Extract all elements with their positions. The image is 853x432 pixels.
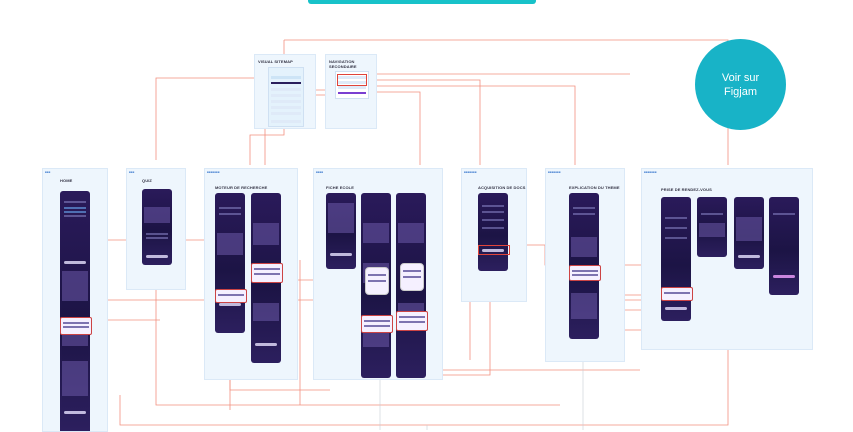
search-result-card[interactable] xyxy=(251,263,283,283)
rdv-phone-3[interactable] xyxy=(734,197,764,269)
section-title: EXPLICATION DU THEME xyxy=(569,185,620,190)
school-phone-1[interactable] xyxy=(326,193,356,269)
section-title: QUIZ xyxy=(142,178,152,183)
school-detail-card[interactable] xyxy=(361,315,393,333)
section-fiche-ecole: ■■■■ FICHE ECOLE xyxy=(313,168,443,380)
section-title-line2: SECONDAIRE xyxy=(329,64,357,69)
section-explication: ■■■■■■■ EXPLICATION DU THEME xyxy=(545,168,625,362)
section-title-line1: NAVIGATION xyxy=(329,59,355,64)
section-tag: ■■■■■■■ xyxy=(207,170,220,174)
section-title: FICHE ECOLE xyxy=(326,185,354,190)
section-tag: ■■■■ xyxy=(316,170,324,174)
docs-highlight xyxy=(478,245,510,255)
figjam-label-line2: Figjam xyxy=(723,85,757,98)
section-title: PRISE DE RENDEZ-VOUS xyxy=(661,187,712,192)
nav-highlight xyxy=(337,74,367,86)
section-moteur-recherche: ■■■■■■■ MOTEUR DE RECHERCHE xyxy=(204,168,298,380)
voir-sur-figjam-button[interactable]: Voir sur Figjam xyxy=(695,39,786,130)
rdv-phone-1[interactable] xyxy=(661,197,691,321)
quiz-phone-screen[interactable] xyxy=(142,189,172,265)
rdv-card[interactable] xyxy=(661,287,693,301)
section-visual-sitemap: VISUAL SITEMAP xyxy=(254,54,316,129)
school-popup-1[interactable] xyxy=(365,267,389,295)
theme-card[interactable] xyxy=(569,265,601,281)
home-phone-screen[interactable] xyxy=(60,191,90,431)
school-detail-card-2[interactable] xyxy=(396,311,428,331)
section-home: ■■■ HOME xyxy=(42,168,108,432)
search-phone-1[interactable] xyxy=(215,193,245,333)
section-navigation-secondaire: NAVIGATION SECONDAIRE xyxy=(325,54,377,129)
sitemap-panel xyxy=(268,67,304,127)
section-title: VISUAL SITEMAP xyxy=(258,59,293,64)
section-tag: ■■■■■■■ xyxy=(644,170,657,174)
search-filter-card[interactable] xyxy=(215,289,247,303)
rdv-phone-4[interactable] xyxy=(769,197,799,295)
docs-phone-screen[interactable] xyxy=(478,193,508,271)
section-title: HOME xyxy=(60,178,73,183)
home-card[interactable] xyxy=(60,317,92,335)
school-popup-2[interactable] xyxy=(400,263,424,291)
top-accent-bar xyxy=(308,0,536,4)
section-tag: ■■■ xyxy=(45,170,51,174)
section-ajout-doc: ■■■■■■■ ACQUISITION DE DOCS xyxy=(461,168,527,302)
section-title: MOTEUR DE RECHERCHE xyxy=(215,185,268,190)
section-tag: ■■■■■■■ xyxy=(464,170,477,174)
section-title: ACQUISITION DE DOCS xyxy=(478,185,526,190)
section-tag: ■■■■■■■ xyxy=(548,170,561,174)
nav-panel xyxy=(335,71,369,99)
section-tag: ■■■ xyxy=(129,170,135,174)
section-quiz: ■■■ QUIZ xyxy=(126,168,186,290)
figjam-label-line1: Voir sur xyxy=(721,71,760,84)
section-prise-rdv: ■■■■■■■ PRISE DE RENDEZ-VOUS xyxy=(641,168,813,350)
rdv-phone-2[interactable] xyxy=(697,197,727,257)
